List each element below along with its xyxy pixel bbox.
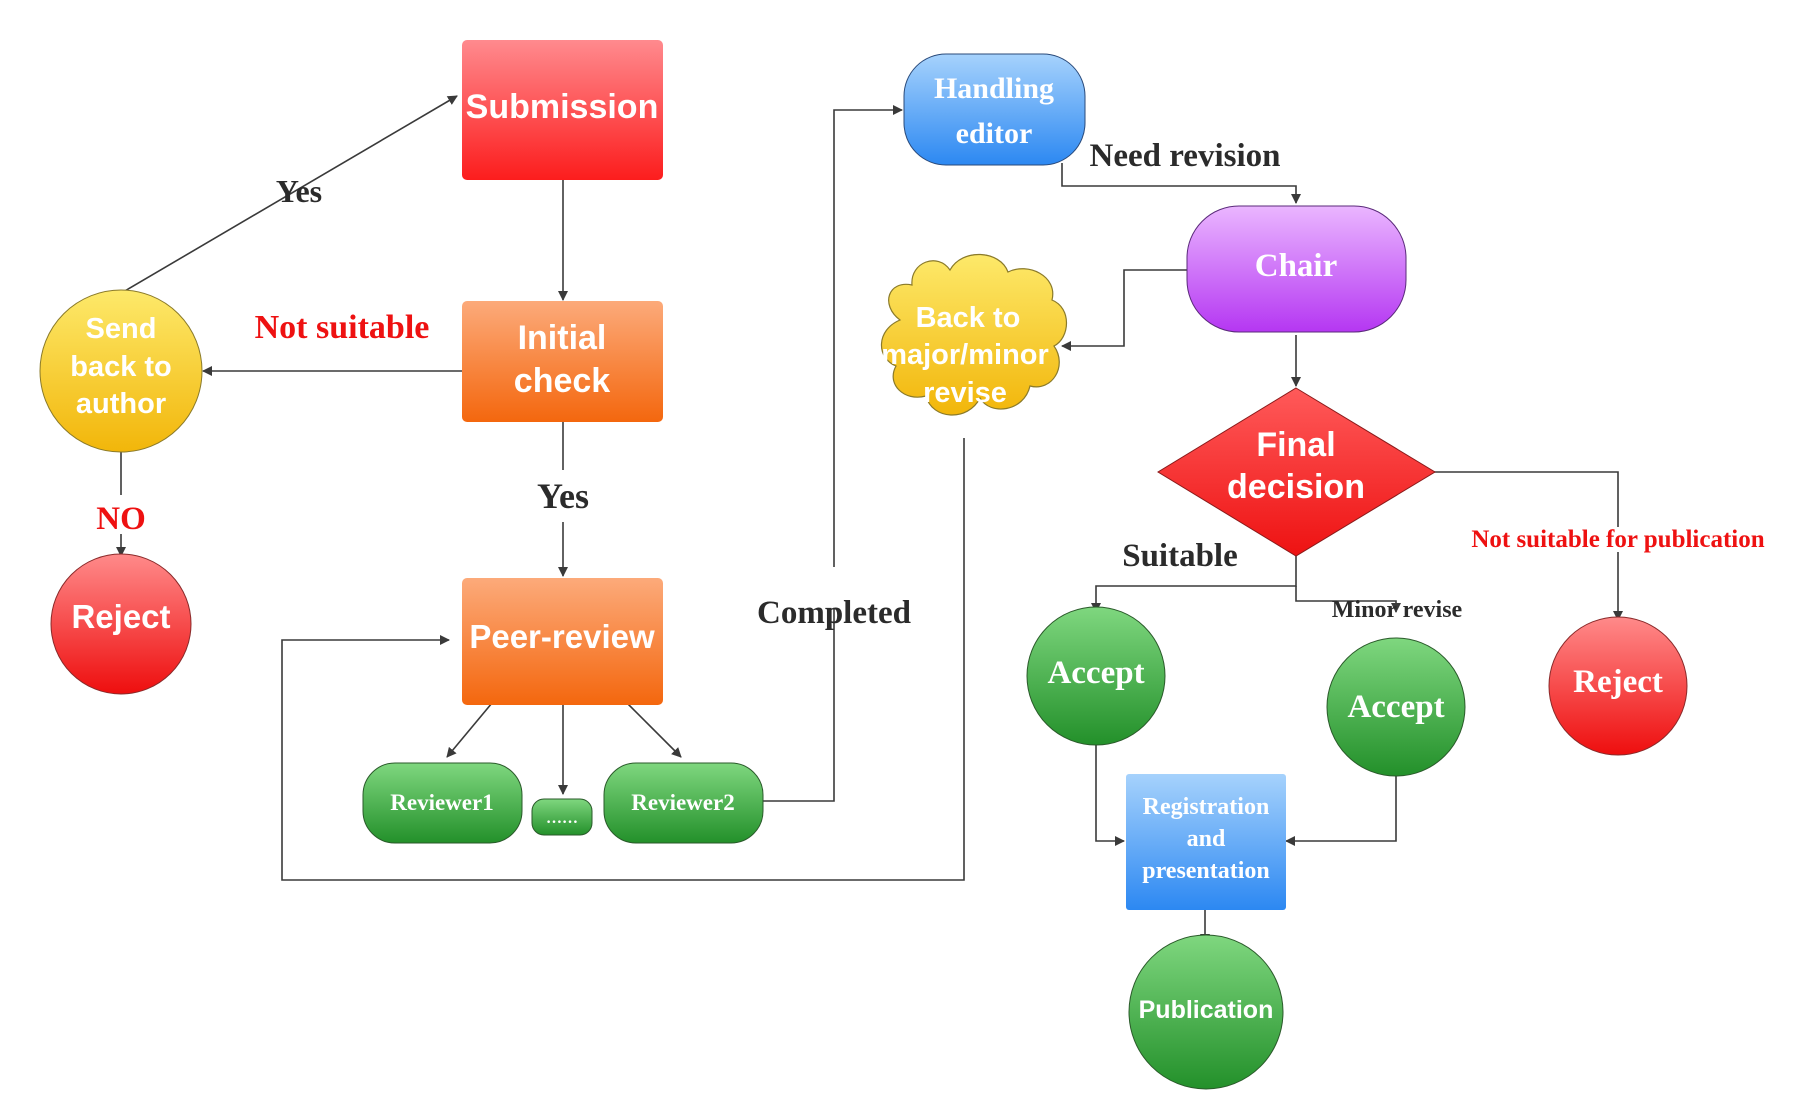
label-suitable: Suitable <box>1122 538 1238 574</box>
label-minor-revise: Minor revise <box>1332 597 1463 623</box>
initial-check-node[interactable]: Initial check <box>462 301 663 422</box>
registration-label-line2: and <box>1187 826 1226 852</box>
reviewer2-label: Reviewer2 <box>631 790 734 815</box>
submission-label: Submission <box>466 88 659 126</box>
back-revise-label-line1: Back to <box>916 302 1021 334</box>
edge-labels: Yes Not suitable NO Yes Completed Need r… <box>96 138 1765 631</box>
back-revise-label-line2: major/minor <box>881 339 1049 371</box>
reviewer-dots-label: …… <box>546 810 578 827</box>
edge-final-to-accept-left <box>1091 556 1297 613</box>
reviewer1-node[interactable]: Reviewer1 <box>362 762 523 844</box>
edge-chair-to-back-revise <box>1061 269 1187 351</box>
back-to-revise-cloud[interactable]: Back to major/minor revise <box>880 253 1067 416</box>
edge-back-revise-to-peer-review <box>281 438 965 881</box>
handling-editor-label-line1: Handling <box>934 72 1054 105</box>
chair-node[interactable]: Chair <box>1186 205 1407 333</box>
handling-editor-label-line2: editor <box>956 117 1033 150</box>
accept-right-node[interactable]: Accept <box>1326 637 1466 777</box>
reject-right-node[interactable]: Reject <box>1548 616 1688 756</box>
peer-review-label: Peer-review <box>469 618 655 655</box>
send-back-label-line3: author <box>76 388 166 420</box>
edge-final-to-accept-right <box>1295 586 1401 613</box>
label-need-revision: Need revision <box>1090 138 1281 174</box>
label-not-suitable-publication: Not suitable for publication <box>1471 526 1764 553</box>
label-not-suitable: Not suitable <box>255 309 430 346</box>
back-revise-label-line3: revise <box>923 377 1007 409</box>
accept-left-label: Accept <box>1047 655 1144 691</box>
chair-label: Chair <box>1255 248 1338 284</box>
send-back-label-line1: Send <box>86 313 157 345</box>
publication-node[interactable]: Publication <box>1128 934 1284 1090</box>
final-decision-node[interactable]: Final decision <box>1157 387 1436 557</box>
handling-editor-node[interactable]: Handling editor <box>903 53 1086 166</box>
registration-label-line1: Registration <box>1143 794 1270 820</box>
registration-node[interactable]: Registration and presentation <box>1126 774 1286 910</box>
reviewer2-node[interactable]: Reviewer2 <box>603 762 764 844</box>
initial-check-label-line1: Initial <box>518 319 607 357</box>
final-decision-label-line2: decision <box>1227 468 1365 506</box>
reviewer-dots-node[interactable]: …… <box>531 798 593 836</box>
submission-node[interactable]: Submission <box>462 40 663 180</box>
edge-final-to-reject-right <box>1433 471 1619 527</box>
reject-left-node[interactable]: Reject <box>50 553 192 695</box>
reviewer1-label: Reviewer1 <box>390 790 493 815</box>
label-yes-mid: Yes <box>537 476 589 516</box>
send-back-to-author-node[interactable]: Send back to author <box>39 289 203 453</box>
accept-left-node[interactable]: Accept <box>1026 606 1166 746</box>
peer-review-node[interactable]: Peer-review <box>462 578 663 705</box>
edge-accept-left-to-registration <box>1095 739 1125 846</box>
label-no: NO <box>96 501 146 537</box>
edge-sendback-to-submission <box>117 95 458 296</box>
edge-completed-to-handling-editor <box>833 105 903 567</box>
initial-check-label-line2: check <box>514 362 610 400</box>
final-decision-label-line1: Final <box>1256 426 1335 464</box>
send-back-label-line2: back to <box>70 351 172 383</box>
edge-accept-right-to-registration <box>1285 773 1397 846</box>
edge-reviewer2-to-handling-editor <box>762 609 835 802</box>
reject-right-label: Reject <box>1573 664 1663 700</box>
edge-handling-editor-to-chair <box>1061 163 1301 204</box>
publication-label: Publication <box>1139 996 1274 1024</box>
reject-left-label: Reject <box>71 598 170 635</box>
edge-peer-review-to-reviewer1 <box>446 702 493 758</box>
registration-label-line3: presentation <box>1142 858 1270 884</box>
edge-peer-review-to-reviewer2 <box>626 702 682 758</box>
label-yes-top: Yes <box>276 173 322 209</box>
accept-right-label: Accept <box>1347 689 1444 725</box>
label-completed: Completed <box>757 595 911 631</box>
